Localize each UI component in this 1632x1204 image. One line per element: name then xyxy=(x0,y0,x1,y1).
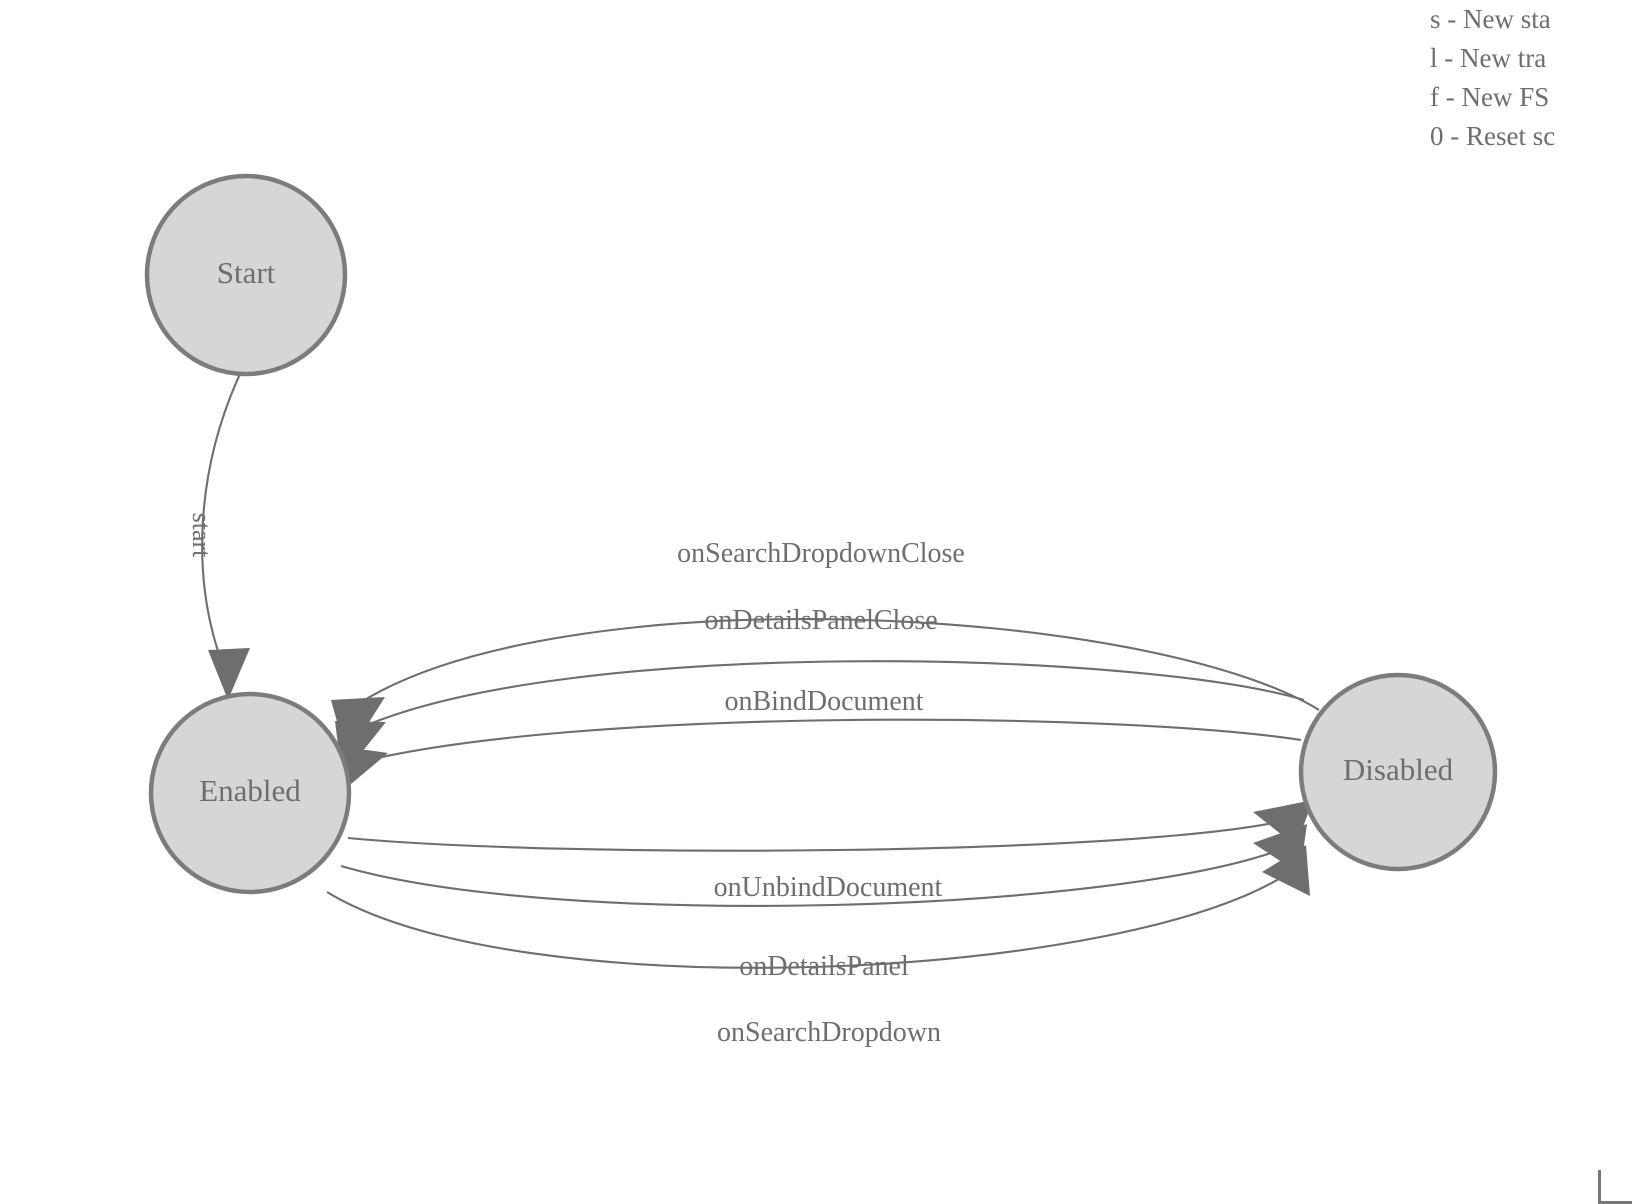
state-node-disabled[interactable]: Disabled xyxy=(1298,672,1498,872)
transition-onsearchdropdownclose-path xyxy=(357,618,1320,711)
transition-onsearchdropdown-arrowhead xyxy=(1262,845,1310,896)
transition-label-ondetailspanel: onDetailsPanel xyxy=(739,951,909,982)
transition-label-onunbinddocument: onUnbindDocument xyxy=(714,872,943,903)
transition-ondetailspanel-path xyxy=(340,847,1286,907)
shortcut-legend: s - New sta l - New tra f - New FS 0 - R… xyxy=(1430,0,1632,156)
transition-onsearchdropdown-path xyxy=(326,871,1291,969)
panel-corner-vertical-rule xyxy=(1598,1170,1601,1204)
transition-label-ondetailspanelclose: onDetailsPanelClose xyxy=(704,605,937,636)
transition-start-path xyxy=(201,373,241,669)
panel-corner-horizontal-rule xyxy=(1598,1201,1632,1204)
panel-corner-border xyxy=(1598,1170,1632,1204)
transition-onbinddocument-path xyxy=(351,718,1302,766)
transition-start-arrowhead xyxy=(208,648,250,700)
transition-onsearchdropdown[interactable] xyxy=(326,845,1310,969)
transition-onunbinddocument[interactable] xyxy=(347,800,1313,852)
state-label-disabled: Disabled xyxy=(1343,752,1454,787)
legend-line-new-transition: l - New tra xyxy=(1430,43,1547,73)
state-node-start[interactable]: Start xyxy=(144,173,348,377)
legend-line-reset-scene: 0 - Reset sc xyxy=(1430,121,1556,151)
state-label-enabled: Enabled xyxy=(199,773,301,808)
state-label-start: Start xyxy=(217,255,276,290)
transition-label-onsearchdropdownclose: onSearchDropdownClose xyxy=(677,538,965,569)
state-node-enabled[interactable]: Enabled xyxy=(148,691,352,895)
transition-ondetailspanelclose[interactable] xyxy=(335,660,1305,777)
transition-onunbinddocument-path xyxy=(347,818,1289,852)
transition-label-onbinddocument: onBindDocument xyxy=(724,686,923,717)
state-circle-start xyxy=(144,173,348,377)
transition-onbinddocument[interactable] xyxy=(345,718,1302,789)
transition-label-start: start xyxy=(187,513,216,559)
transition-onbinddocument-arrowhead xyxy=(345,747,388,789)
legend-line-new-state: s - New sta xyxy=(1430,4,1551,34)
state-circle-enabled xyxy=(148,691,352,895)
transition-ondetailspanelclose-path xyxy=(355,660,1305,731)
legend-line-new-fsm: f - New FS xyxy=(1430,82,1550,112)
transition-label-onsearchdropdown: onSearchDropdown xyxy=(717,1017,941,1048)
transition-start[interactable] xyxy=(201,373,250,700)
state-circle-disabled xyxy=(1298,672,1498,872)
